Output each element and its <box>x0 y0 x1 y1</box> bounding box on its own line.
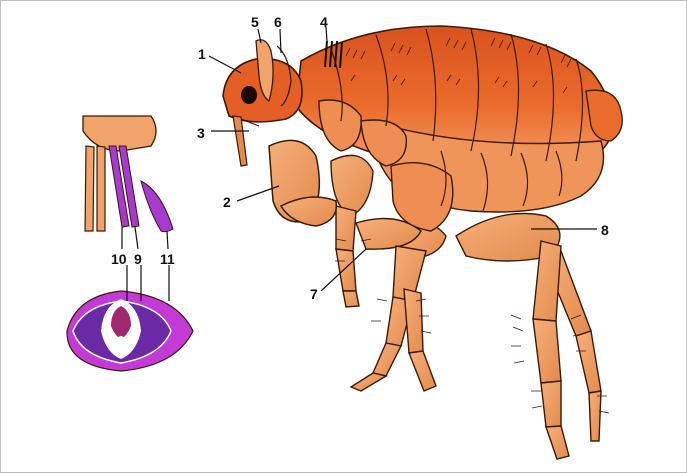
label-4: 4 <box>320 14 328 30</box>
coxa <box>269 140 336 226</box>
hind-leg <box>456 214 569 460</box>
stylet-11 <box>141 181 173 232</box>
label-10: 10 <box>111 251 127 267</box>
label-5: 5 <box>251 14 259 30</box>
label-2: 2 <box>223 194 231 210</box>
eye-icon <box>241 86 257 104</box>
label-3: 3 <box>197 125 205 141</box>
cross-section-inset <box>67 291 193 371</box>
mouthparts <box>233 116 259 166</box>
label-8: 8 <box>601 222 609 238</box>
middle-leg <box>351 219 446 392</box>
label-11: 11 <box>160 251 175 267</box>
label-6: 6 <box>274 14 282 30</box>
label-1: 1 <box>198 46 206 62</box>
mouthparts-inset <box>83 116 173 232</box>
flea-body <box>223 26 622 459</box>
label-9: 9 <box>134 251 142 267</box>
leg-bristles <box>335 239 609 413</box>
label-7: 7 <box>310 286 318 302</box>
